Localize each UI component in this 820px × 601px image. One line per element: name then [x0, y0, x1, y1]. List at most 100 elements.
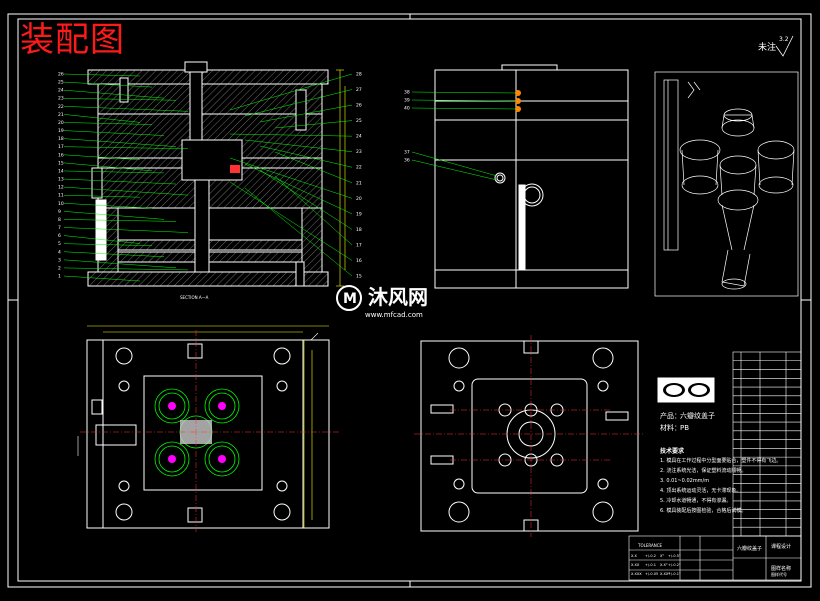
leader-left-12 [63, 186, 189, 196]
tolerance-cell: X.X [631, 554, 638, 558]
side-number-37: 37 [404, 150, 410, 156]
tolerance-cell: X.XX [631, 563, 640, 567]
balloon-left-15: 15 [58, 160, 64, 166]
side-number-39: 39 [404, 98, 410, 104]
balloon-left-6: 6 [58, 233, 61, 239]
balloon-numbers-left: 2625242322212019181716151413121110987654… [58, 72, 64, 280]
leader-left-2 [63, 267, 189, 271]
plan-view-moving-centerlines [414, 335, 645, 537]
tech-requirements-heading: 技术要求 [660, 448, 685, 455]
leader-left-4 [63, 251, 165, 258]
watermark-brand: 沐风网 [368, 285, 428, 309]
balloon-right-21: 21 [356, 180, 362, 186]
tech-requirement-item: 6. 模具装配后按图检验，合格后试模。 [660, 508, 747, 514]
side-view-balls [515, 90, 521, 112]
balloon-left-18: 18 [58, 136, 64, 142]
leader-left-25 [63, 81, 153, 88]
balloon-left-8: 8 [58, 217, 61, 223]
balloon-left-10: 10 [58, 201, 64, 207]
balloon-left-22: 22 [58, 104, 64, 110]
leader-right-23 [244, 139, 353, 152]
tolerance-cell: +/-0.2° [668, 563, 681, 567]
leader-left-9 [63, 211, 165, 220]
balloon-left-2: 2 [58, 265, 61, 271]
tolerance-heading: TOLERANCE [637, 543, 662, 548]
section-view: SECTION A—A [87, 61, 346, 300]
tolerance-cell: X.X° [660, 563, 668, 567]
balloon-right-26: 26 [356, 103, 362, 109]
leader-left-26 [63, 73, 141, 77]
tolerance-cell: X° [660, 554, 664, 558]
balloon-right-23: 23 [356, 149, 362, 155]
leader-left-5 [63, 243, 153, 246]
balloon-left-19: 19 [58, 128, 64, 134]
plan-view-fixed-half [86, 339, 330, 529]
side-number-36: 36 [404, 158, 410, 164]
leader-right-20 [229, 157, 353, 199]
leader-left-20 [63, 122, 153, 125]
balloon-right-18: 18 [356, 227, 362, 233]
balloon-left-23: 23 [58, 96, 64, 102]
leader-right-17 [274, 175, 353, 246]
tolerance-cell: +/-0.1 [645, 563, 656, 567]
product-name-label: 产品： [660, 411, 681, 420]
balloon-left-7: 7 [58, 225, 61, 231]
leader-left-21 [63, 114, 141, 123]
leader-left-18 [63, 138, 177, 147]
balloon-left-24: 24 [58, 88, 64, 94]
balloon-right-17: 17 [356, 242, 362, 248]
leader-left-16 [63, 154, 141, 161]
tolerance-cell: +/-0.5° [668, 554, 681, 558]
balloon-left-25: 25 [58, 80, 64, 86]
leader-left-8 [63, 219, 177, 222]
tech-requirement-item: 1. 模具在工作过程中分型面要贴合，塑件不得有飞边。 [660, 458, 782, 464]
leader-right-15 [244, 187, 353, 277]
leader-left-7 [63, 227, 189, 233]
leader-left-19 [63, 130, 165, 136]
side-view-leaders [411, 91, 517, 181]
leader-left-24 [63, 89, 165, 99]
title-block-drawing-name: 六瓣纹盖子 [737, 545, 762, 552]
leader-left-23 [63, 97, 177, 101]
tolerance-cell: +/-0.1° [668, 572, 681, 576]
watermark: M 沐风网 www.mfcad.com [336, 285, 428, 319]
balloon-left-4: 4 [58, 249, 61, 255]
balloon-left-12: 12 [58, 185, 64, 191]
tolerance-cell: X.XXX [631, 572, 642, 576]
balloon-left-26: 26 [58, 72, 64, 78]
balloon-left-9: 9 [58, 209, 61, 215]
leader-right-16 [229, 181, 353, 261]
balloon-left-14: 14 [58, 168, 64, 174]
title-block-code: 图样代号 [771, 571, 787, 577]
leader-lines [63, 73, 353, 282]
roughness-label: 未注 [758, 41, 776, 53]
leader-right-21 [274, 151, 353, 184]
leader-right-22 [259, 145, 353, 168]
balloon-right-20: 20 [356, 196, 362, 202]
plan-view-dims [77, 325, 329, 528]
balloon-right-25: 25 [356, 118, 362, 124]
balloon-left-20: 20 [58, 120, 64, 126]
balloon-right-22: 22 [356, 165, 362, 171]
balloon-left-1: 1 [58, 274, 61, 280]
leader-right-25 [274, 120, 353, 129]
tech-requirements: 技术要求 1. 模具在工作过程中分型面要贴合，塑件不得有飞边。2. 浇注系统光洁… [660, 448, 781, 516]
leader-left-1 [63, 275, 141, 282]
roughness-symbol: 未注 3.2 [758, 35, 794, 57]
plan-view-moving-half [420, 340, 639, 532]
balloon-right-27: 27 [356, 87, 362, 93]
leader-left-14 [63, 170, 165, 174]
tolerance-cell: X.XX° [660, 572, 670, 576]
tech-requirement-item: 4. 顶出系统运动灵活，无卡滞现象。 [660, 488, 742, 494]
leader-left-6 [63, 235, 141, 244]
plan-view-cavities [154, 388, 240, 477]
balloon-left-3: 3 [58, 257, 61, 263]
product-thumbnail [657, 377, 715, 403]
balloon-left-13: 13 [58, 177, 64, 183]
tech-requirement-item: 5. 冷却水道畅通，不得有渗漏。 [660, 498, 732, 504]
balloon-right-28: 28 [356, 72, 362, 78]
product-name: 六瓣纹盖子 [680, 411, 715, 420]
